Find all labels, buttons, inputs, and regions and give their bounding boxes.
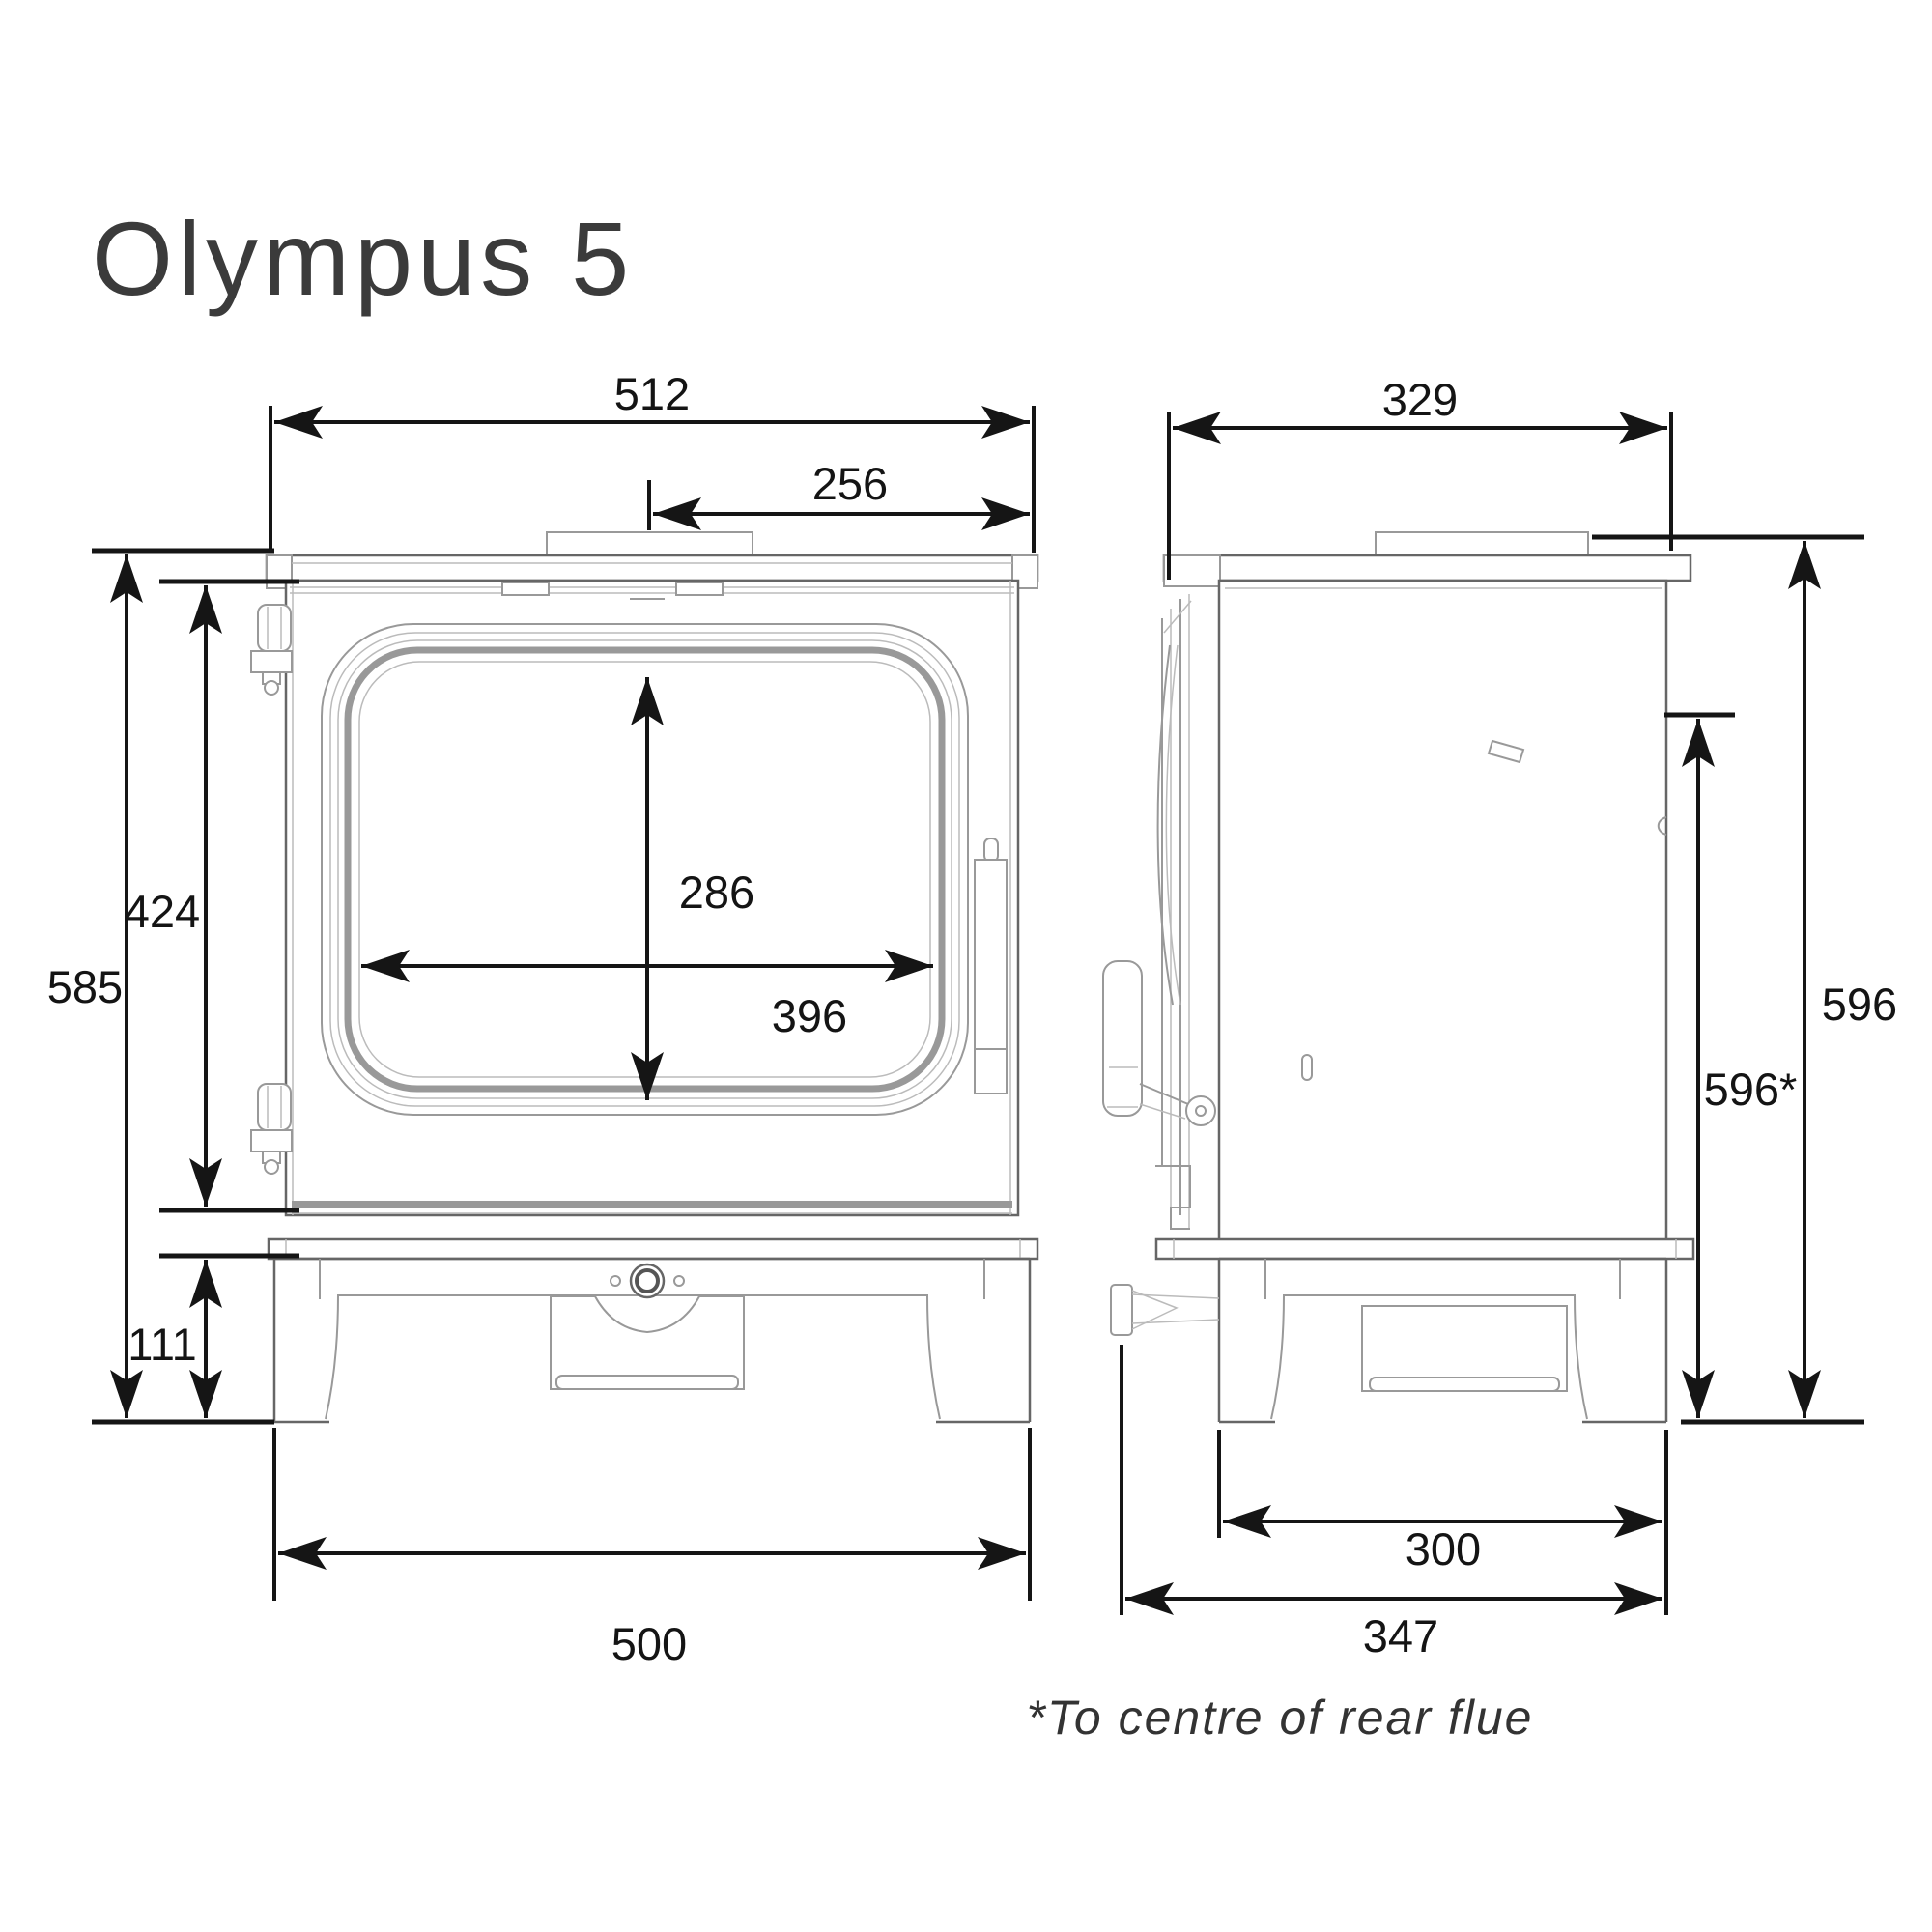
handle-pivot bbox=[1185, 1095, 1216, 1126]
footnote: *To centre of rear flue bbox=[1027, 1690, 1534, 1745]
dim-label-329: 329 bbox=[1382, 374, 1458, 425]
drawer-knob bbox=[610, 1263, 685, 1299]
side-flue-collar bbox=[1375, 531, 1589, 558]
stove-side-drawing bbox=[1102, 531, 1695, 1424]
dim-label-596-flue: 596* bbox=[1704, 1064, 1798, 1115]
door-top-latch-left bbox=[501, 582, 550, 596]
ash-drawer bbox=[550, 1295, 745, 1390]
front-plinth bbox=[267, 1237, 1039, 1261]
door-handle bbox=[1102, 960, 1216, 1126]
door-top-latch-right bbox=[675, 582, 724, 596]
side-dimensions: 329 596 596* 300 347 bbox=[1120, 374, 1897, 1662]
dim-label-286: 286 bbox=[679, 867, 754, 918]
dim-label-300: 300 bbox=[1406, 1523, 1481, 1575]
front-dimensions: 512 256 585 424 111 286 396 500 bbox=[47, 368, 1036, 1669]
side-base bbox=[1217, 1257, 1668, 1424]
side-body-panel bbox=[1217, 579, 1668, 1243]
dim-label-111: 111 bbox=[128, 1319, 196, 1370]
dim-label-585: 585 bbox=[47, 961, 123, 1012]
page-title: Olympus 5 bbox=[92, 200, 634, 317]
dim-label-500: 500 bbox=[611, 1618, 687, 1669]
top-hinge bbox=[250, 604, 293, 696]
side-panel-slot bbox=[1301, 1054, 1313, 1081]
dim-label-396: 396 bbox=[772, 990, 847, 1041]
dim-label-347: 347 bbox=[1363, 1610, 1438, 1662]
dim-label-256: 256 bbox=[812, 458, 888, 509]
door-latch bbox=[974, 838, 1008, 1094]
dim-label-424: 424 bbox=[125, 886, 200, 937]
side-top-plate bbox=[1162, 554, 1692, 582]
side-panel-tab bbox=[1487, 739, 1525, 764]
side-drawer bbox=[1361, 1305, 1568, 1392]
side-door-edge bbox=[1155, 594, 1192, 1230]
front-flue-collar bbox=[546, 531, 753, 558]
front-top-plate bbox=[265, 554, 1039, 582]
rear-notch bbox=[1657, 816, 1667, 836]
bottom-hinge bbox=[250, 1083, 293, 1175]
dim-label-512: 512 bbox=[614, 368, 690, 419]
front-foot-bracket bbox=[1110, 1284, 1220, 1336]
side-plinth bbox=[1154, 1237, 1695, 1261]
dim-label-596: 596 bbox=[1822, 979, 1897, 1030]
